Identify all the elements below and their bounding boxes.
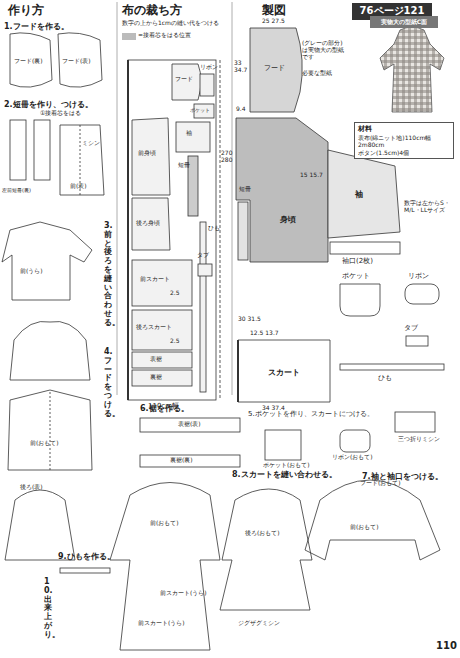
part-label: 12.5 13.7 [250, 330, 279, 337]
part-label: 前(表) [70, 183, 87, 190]
part-label: フード [175, 76, 193, 83]
box-heading: 材料 [358, 125, 450, 134]
step-heading: 3.前と後ろを縫い合わせる。 [104, 222, 112, 328]
part-label: 左前短冊(裏) [2, 188, 31, 194]
part-label: 袖口(2枚) [342, 257, 373, 265]
part-label: リボン [408, 272, 429, 280]
part-label: 270 280 [221, 150, 229, 164]
part-label: ひも [208, 225, 220, 232]
part-label: タブ [404, 324, 418, 332]
part-label: 前(おもて) [150, 520, 179, 527]
part-label: 前(うら) [20, 268, 43, 275]
part-label: ①接着芯をはる [40, 110, 81, 117]
part-label: 2.5 [170, 290, 180, 297]
part-label: 数字の上から1cmの縫い代をつける [122, 20, 219, 27]
step-heading: 布の裁ち方 [122, 4, 182, 18]
box-text: ボタン(1.5cm)4個 [358, 149, 450, 157]
step-heading: 6.裾を作る。 [140, 404, 189, 413]
part-label: 三つ折りミシン [398, 436, 440, 443]
part-label: 25 27.5 [262, 18, 285, 25]
step-heading: 10.出来上がり。 [44, 578, 52, 640]
materials-box: 材料表布(綿ニット地)110cm幅 2m80cmボタン(1.5cm)4個 [354, 122, 454, 159]
part-label: 短冊 [178, 162, 190, 169]
part-label: 後ろ(おもて) [245, 530, 280, 537]
part-label: 前(おもて) [30, 440, 59, 447]
step-heading: スカート [268, 368, 300, 377]
part-label: 裏裾(裏) [170, 457, 193, 464]
part-label: フード [264, 64, 285, 72]
part-label: リボン(おもて) [332, 454, 373, 461]
part-label: 5.ポケットを作り、スカートにつける。 [248, 410, 374, 418]
part-label: 後ろスカート [136, 324, 172, 331]
step-heading: 9.ひもを作る。 [58, 552, 115, 561]
step-heading: 袖 [355, 190, 363, 199]
part-label: ひも [378, 374, 392, 382]
step-heading: 製図 [262, 4, 286, 18]
part-label: 33 34.7 [234, 60, 248, 74]
step-heading: 4.フードをつける。 [104, 348, 112, 418]
part-label: フード(裏) [14, 58, 43, 65]
part-label: 30 31.5 [238, 316, 261, 323]
step-heading: 作り方 [8, 4, 44, 18]
step-heading: 8.スカートを縫い合わせる。 [232, 470, 337, 479]
part-label: フード(おもて) [360, 480, 401, 487]
box-heading: 実物大の型紙C面 [373, 18, 435, 26]
part-label: 裏裾 [150, 374, 162, 381]
part-label: タブ [197, 252, 209, 259]
part-label: 必要な型紙 [302, 70, 332, 77]
part-label: 前身頃 [138, 150, 156, 157]
part-label: ポケット [190, 108, 210, 114]
part-label: ポケット [342, 272, 370, 280]
step-heading: 身頃 [280, 215, 296, 224]
box-text: 表布(綿ニット地)110cm幅 2m80cm [358, 134, 450, 149]
part-label: 短冊 [239, 186, 251, 193]
part-label: フード(表) [62, 58, 91, 65]
step-heading: 2.短冊を作り、つける。 [4, 100, 93, 109]
part-label: 袖 [186, 130, 192, 137]
part-label: ジグザグミシン [238, 620, 280, 627]
part-label: (グレーの部分)は実物大の型紙です [302, 40, 346, 61]
part-label: ポケット(おもて) [263, 462, 310, 469]
part-label: =接着芯をはる位置 [138, 32, 191, 39]
part-label: 数字は左からS・M/L・LLサイズ [404, 200, 454, 214]
part-label: 9.4 [236, 106, 246, 113]
part-label: 15 15.7 [300, 172, 323, 179]
part-label: 2.5 [170, 338, 180, 345]
part-label: ミシン [82, 140, 100, 147]
part-label: 表裾 [150, 356, 162, 363]
part-label: 表裾(表) [178, 421, 201, 428]
title-tag: 実物大の型紙C面 [370, 16, 438, 28]
step-heading: 110 [436, 640, 457, 652]
part-label: リボン [200, 64, 218, 71]
part-label: 前スカート(うら) [160, 590, 207, 597]
part-label: 前スカート [140, 276, 170, 283]
step-heading: 1.フードを作る。 [4, 22, 69, 31]
part-label: 前(おもて) [350, 524, 379, 531]
part-label: 前スカート(うら) [138, 620, 185, 627]
part-label: 後ろ身頃 [136, 220, 160, 227]
part-label: 後ろ(表) [20, 484, 43, 491]
